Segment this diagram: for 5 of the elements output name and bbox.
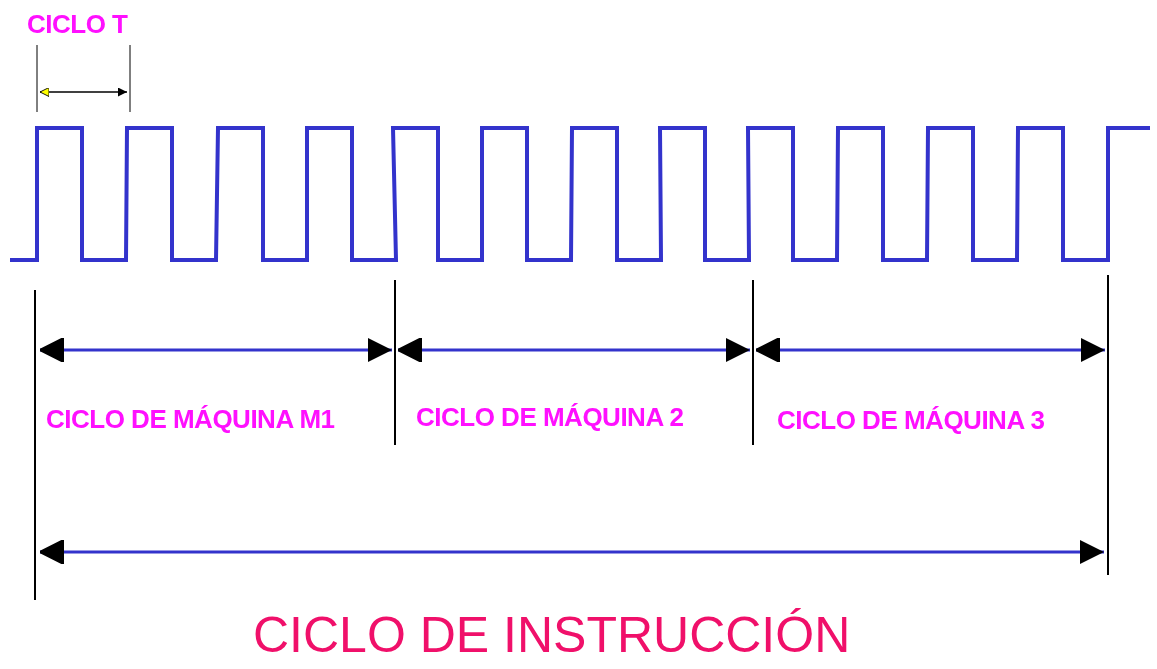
cycle-label: CICLO DE MÁQUINA 3 bbox=[777, 406, 1045, 435]
instruction-cycle-label: CICLO DE INSTRUCCIÓN bbox=[253, 608, 851, 663]
cycle-label: CICLO DE MÁQUINA M1 bbox=[46, 405, 335, 434]
cycle-label: CICLO T bbox=[27, 10, 128, 39]
cycle-label: CICLO DE MÁQUINA 2 bbox=[416, 403, 684, 432]
